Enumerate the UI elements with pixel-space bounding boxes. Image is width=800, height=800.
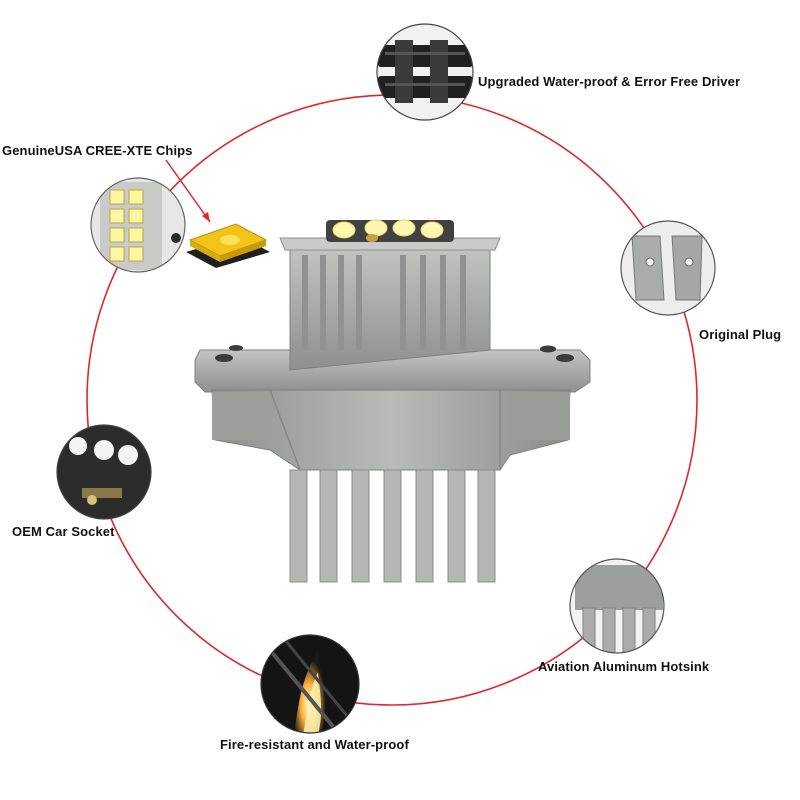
chips-label: GenuineUSA CREE-XTE Chips xyxy=(2,143,193,158)
chips-callout xyxy=(90,159,270,273)
fire-label: Fire-resistant and Water-proof xyxy=(220,737,409,752)
plug-label: Original Plug xyxy=(699,327,782,342)
hotsink-callout xyxy=(569,558,665,654)
hotsink-label: Aviation Aluminum Hotsink xyxy=(538,659,710,674)
plug-callout xyxy=(620,220,716,316)
fire-callout xyxy=(260,634,360,734)
socket-callout xyxy=(56,424,152,520)
led-module xyxy=(194,219,591,583)
driver-label: Upgraded Water-proof & Error Free Driver xyxy=(478,74,741,89)
driver-callout xyxy=(376,23,474,121)
socket-label: OEM Car Socket xyxy=(12,524,115,539)
cree-chip-image xyxy=(186,223,270,268)
